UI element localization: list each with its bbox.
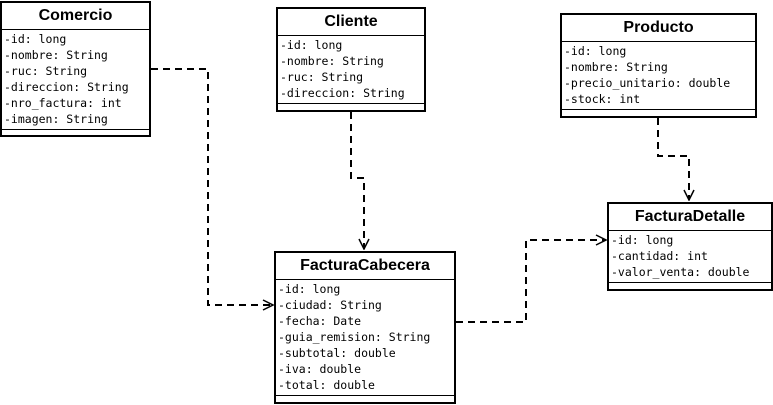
attribute: -id: long — [280, 38, 343, 52]
dependency-producto-to-facturadetalle — [657, 118, 689, 200]
attribute: -iva: double — [278, 362, 362, 376]
class-producto[interactable]: Producto -id: long -nombre: String -prec… — [560, 13, 757, 118]
class-cliente[interactable]: Cliente -id: long -nombre: String -ruc: … — [276, 7, 426, 112]
attribute-list: -id: long -nombre: String -precio_unitar… — [562, 42, 755, 110]
class-name: Cliente — [278, 9, 424, 36]
attribute-list: -id: long -nombre: String -ruc: String -… — [2, 30, 149, 130]
attribute: -guia_remision: String — [278, 330, 431, 344]
attribute-list: -id: long -nombre: String -ruc: String -… — [278, 36, 424, 104]
dependency-comercio-to-facturacabecera — [151, 68, 273, 305]
attribute: -cantidad: int — [611, 249, 708, 263]
attribute: -direccion: String — [4, 80, 129, 94]
operation-list — [2, 130, 149, 136]
class-comercio[interactable]: Comercio -id: long -nombre: String -ruc:… — [0, 1, 151, 137]
attribute: -subtotal: double — [278, 346, 396, 360]
attribute: -direccion: String — [280, 86, 405, 100]
attribute-list: -id: long -ciudad: String -fecha: Date -… — [276, 280, 454, 396]
attribute: -ciudad: String — [278, 298, 382, 312]
operation-list — [562, 110, 755, 116]
class-name: FacturaCabecera — [276, 253, 454, 280]
attribute: -nro_factura: int — [4, 96, 122, 110]
operation-list — [278, 104, 424, 110]
attribute: -stock: int — [564, 92, 641, 106]
attribute: -precio_unitario: double — [564, 76, 731, 90]
attribute: -ruc: String — [280, 70, 364, 84]
attribute: -total: double — [278, 378, 375, 392]
attribute: -id: long — [278, 282, 341, 296]
attribute: -id: long — [4, 32, 67, 46]
attribute: -nombre: String — [280, 54, 384, 68]
attribute-list: -id: long -cantidad: int -valor_venta: d… — [609, 231, 771, 283]
attribute: -nombre: String — [4, 48, 108, 62]
class-name: Comercio — [2, 3, 149, 30]
attribute: -ruc: String — [4, 64, 88, 78]
operation-list — [609, 283, 771, 289]
dependency-facturacabecera-to-facturadetalle — [456, 240, 606, 323]
attribute: -id: long — [611, 233, 674, 247]
dependency-cliente-to-facturacabecera — [350, 112, 364, 249]
class-facturadetalle[interactable]: FacturaDetalle -id: long -cantidad: int … — [607, 202, 773, 291]
attribute: -valor_venta: double — [611, 265, 750, 279]
class-facturacabecera[interactable]: FacturaCabecera -id: long -ciudad: Strin… — [274, 251, 456, 404]
operation-list — [276, 396, 454, 402]
class-name: FacturaDetalle — [609, 204, 771, 231]
attribute: -id: long — [564, 44, 627, 58]
attribute: -nombre: String — [564, 60, 668, 74]
attribute: -imagen: String — [4, 112, 108, 126]
class-name: Producto — [562, 15, 755, 42]
attribute: -fecha: Date — [278, 314, 362, 328]
